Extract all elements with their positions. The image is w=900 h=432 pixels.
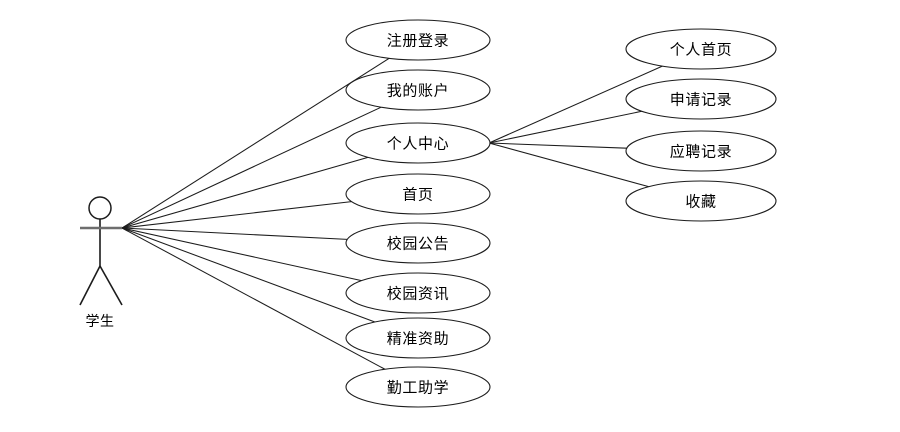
use-case-label-campus-news: 校园资讯 (387, 285, 449, 303)
use-case-ellipse-precise-funding[interactable] (345, 317, 491, 359)
association-actor-to-register-login (121, 57, 390, 229)
association-personal-center-to-application-records (488, 110, 642, 144)
use-case-ellipse-personal-center[interactable] (345, 122, 491, 164)
actor-head-icon (88, 196, 112, 220)
association-actor-to-work-study (121, 227, 386, 370)
use-case-ellipse-register-login[interactable] (345, 19, 491, 61)
use-case-recruitment-records[interactable]: 应聘记录 (625, 130, 777, 172)
use-case-precise-funding[interactable]: 精准资助 (345, 317, 491, 359)
actor-right-leg-line (99, 265, 123, 306)
use-case-label-my-account: 我的账户 (387, 82, 449, 100)
use-case-campus-notice[interactable]: 校园公告 (345, 222, 491, 264)
association-actor-to-campus-news (121, 227, 362, 282)
use-case-label-personal-center: 个人中心 (387, 135, 449, 153)
use-case-label-work-study: 勤工助学 (387, 379, 449, 397)
association-actor-to-precise-funding (121, 227, 376, 323)
use-case-favorites[interactable]: 收藏 (625, 180, 777, 222)
use-case-ellipse-personal-homepage[interactable] (625, 28, 777, 70)
use-case-ellipse-favorites[interactable] (625, 180, 777, 222)
use-case-ellipse-home[interactable] (345, 173, 491, 215)
association-personal-center-to-recruitment-records (488, 142, 627, 149)
association-actor-to-home (121, 201, 352, 229)
use-case-home[interactable]: 首页 (345, 173, 491, 215)
association-lines-group (121, 57, 663, 370)
use-case-ellipse-campus-notice[interactable] (345, 222, 491, 264)
use-case-work-study[interactable]: 勤工助学 (345, 366, 491, 408)
use-case-ellipse-campus-news[interactable] (345, 272, 491, 314)
association-actor-to-personal-center (121, 156, 369, 229)
association-actor-to-campus-notice (121, 227, 348, 240)
use-case-label-home: 首页 (402, 186, 433, 204)
use-case-label-recruitment-records: 应聘记录 (670, 143, 732, 161)
use-case-label-campus-notice: 校园公告 (387, 235, 449, 253)
use-case-ellipse-application-records[interactable] (625, 78, 777, 120)
use-case-label-favorites: 收藏 (685, 193, 716, 211)
use-case-campus-news[interactable]: 校园资讯 (345, 272, 491, 314)
use-case-register-login[interactable]: 注册登录 (345, 19, 491, 61)
association-personal-center-to-favorites (488, 142, 649, 188)
actor-left-leg-line (79, 265, 101, 306)
use-case-label-precise-funding: 精准资助 (387, 330, 449, 348)
use-case-my-account[interactable]: 我的账户 (345, 69, 491, 111)
use-case-personal-center[interactable]: 个人中心 (345, 122, 491, 164)
actor-label: 学生 (86, 314, 115, 330)
use-case-label-personal-homepage: 个人首页 (670, 41, 732, 59)
use-case-label-application-records: 申请记录 (670, 91, 732, 109)
use-case-application-records[interactable]: 申请记录 (625, 78, 777, 120)
association-personal-center-to-personal-homepage (488, 65, 663, 144)
use-case-ellipse-work-study[interactable] (345, 366, 491, 408)
use-case-personal-homepage[interactable]: 个人首页 (625, 28, 777, 70)
use-case-label-register-login: 注册登录 (387, 32, 449, 50)
use-case-ellipse-my-account[interactable] (345, 69, 491, 111)
use-case-ellipse-recruitment-records[interactable] (625, 130, 777, 172)
actor-group[interactable]: 学生 (79, 196, 123, 330)
association-actor-to-my-account (121, 106, 382, 229)
